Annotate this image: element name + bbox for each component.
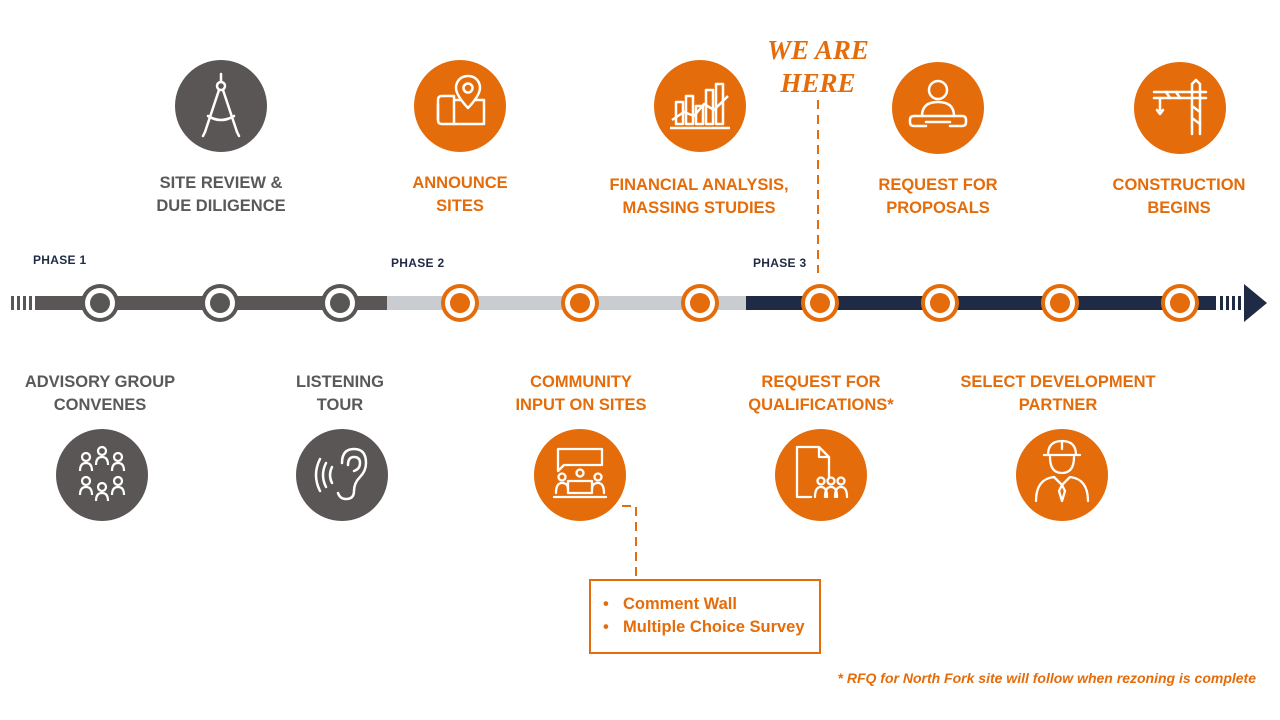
step-label-community-input: COMMUNITY INPUT ON SITES	[515, 373, 647, 414]
step-label-site-review: SITE REVIEW & DUE DILIGENCE	[156, 174, 286, 215]
step-label-construction-begins: CONSTRUCTION BEGINS	[1112, 176, 1246, 217]
step-label-financial-analysis: FINANCIAL ANALYSIS, MASSING STUDIES	[609, 176, 789, 217]
step-label-request-for-proposals: REQUEST FOR PROPOSALS	[878, 176, 998, 217]
milestone-node	[681, 284, 719, 322]
milestone-node	[1161, 284, 1199, 322]
milestone-node	[561, 284, 599, 322]
milestone-node	[81, 284, 119, 322]
callout-connector	[622, 505, 637, 578]
group-people-icon	[56, 429, 148, 521]
timeline-start-dashes	[11, 296, 32, 310]
timeline-arrowhead	[1244, 284, 1267, 322]
milestone-node	[921, 284, 959, 322]
timeline-segment-phase-3	[746, 296, 1216, 310]
step-label-request-for-qualifications: REQUEST FOR QUALIFICATIONS*	[748, 373, 894, 414]
community-input-callout: •Comment Wall •Multiple Choice Survey	[589, 579, 821, 654]
callout-item: •Multiple Choice Survey	[603, 618, 805, 636]
step-label-listening-tour: LISTENING TOUR	[295, 373, 384, 414]
milestone-node-current	[801, 284, 839, 322]
map-pin-icon	[414, 60, 506, 152]
document-team-icon	[775, 429, 867, 521]
phase-1-label: PHASE 1	[33, 253, 87, 267]
drafting-compass-icon	[175, 60, 267, 152]
milestone-node	[1041, 284, 1079, 322]
hard-hat-worker-icon	[1016, 429, 1108, 521]
phase-2-label: PHASE 2	[391, 256, 445, 270]
milestone-node	[321, 284, 359, 322]
analytics-chart-icon	[654, 60, 746, 152]
phase-3-label: PHASE 3	[753, 256, 807, 270]
timeline-end-dashes	[1220, 296, 1241, 310]
step-label-announce-sites: ANNOUNCE SITES	[412, 174, 508, 215]
step-label-select-development-partner: SELECT DEVELOPMENT PARTNER	[960, 373, 1156, 414]
ear-icon	[296, 429, 388, 521]
callout-list: •Comment Wall •Multiple Choice Survey	[603, 593, 819, 639]
person-at-desk-icon	[892, 62, 984, 154]
footnote: * RFQ for North Fork site will follow wh…	[837, 670, 1256, 686]
milestone-node	[441, 284, 479, 322]
we-are-here-label: WE ARE HERE	[767, 35, 869, 98]
callout-item: •Comment Wall	[603, 595, 737, 613]
milestone-node	[201, 284, 239, 322]
meeting-icon	[534, 429, 626, 521]
crane-icon	[1134, 62, 1226, 154]
step-label-advisory-group: ADVISORY GROUP CONVENES	[24, 373, 176, 414]
